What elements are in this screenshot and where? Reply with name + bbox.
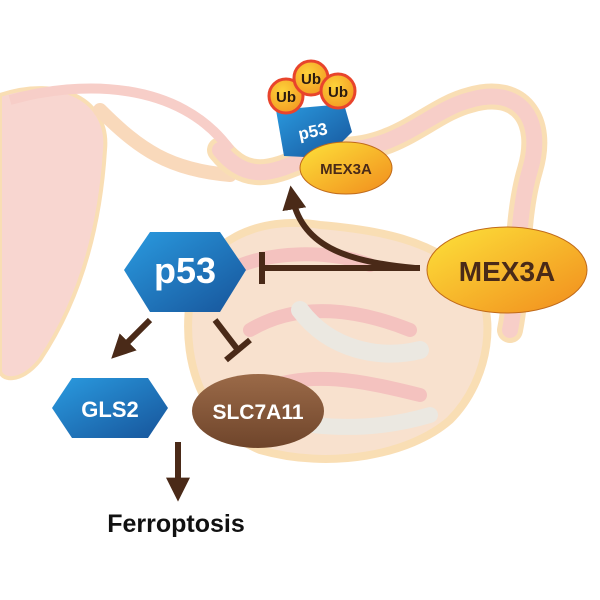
p53-node: p53 [124,232,246,312]
ub-circle-1 [267,77,305,115]
slc7a11-ellipse [192,374,324,448]
ubiquitinated-p53-complex: p53 Ub Ub Ub MEX3A [267,59,393,195]
ub-label-3: Ub [328,84,348,101]
mex3a-ellipse [426,226,588,314]
pathway-connectors [111,185,420,502]
mex3a-node: MEX3A [426,226,588,314]
ub-label-2: Ub [301,71,321,88]
slc7a11-label: SLC7A11 [212,401,303,424]
gls2-hexagon [52,378,168,438]
p53-label: p53 [154,250,216,291]
p53-inhibits-slc7a11-bar [224,337,252,363]
mex3a-small-ellipse [299,141,393,195]
mex3a-small-label: MEX3A [320,161,372,178]
slc7a11-node: SLC7A11 [192,374,324,448]
ferroptosis-label: Ferroptosis [107,510,245,538]
p53-hexagon [124,232,246,312]
p53-to-gls2-arrow [111,317,153,359]
p53-inhibits-slc7a11-line [212,318,241,352]
ub-circle-3 [319,72,357,110]
gls2-node: GLS2 [52,378,168,438]
ub-label-1: Ub [276,89,296,106]
gls2-label: GLS2 [81,397,138,422]
mex3a-label: MEX3A [459,256,555,287]
